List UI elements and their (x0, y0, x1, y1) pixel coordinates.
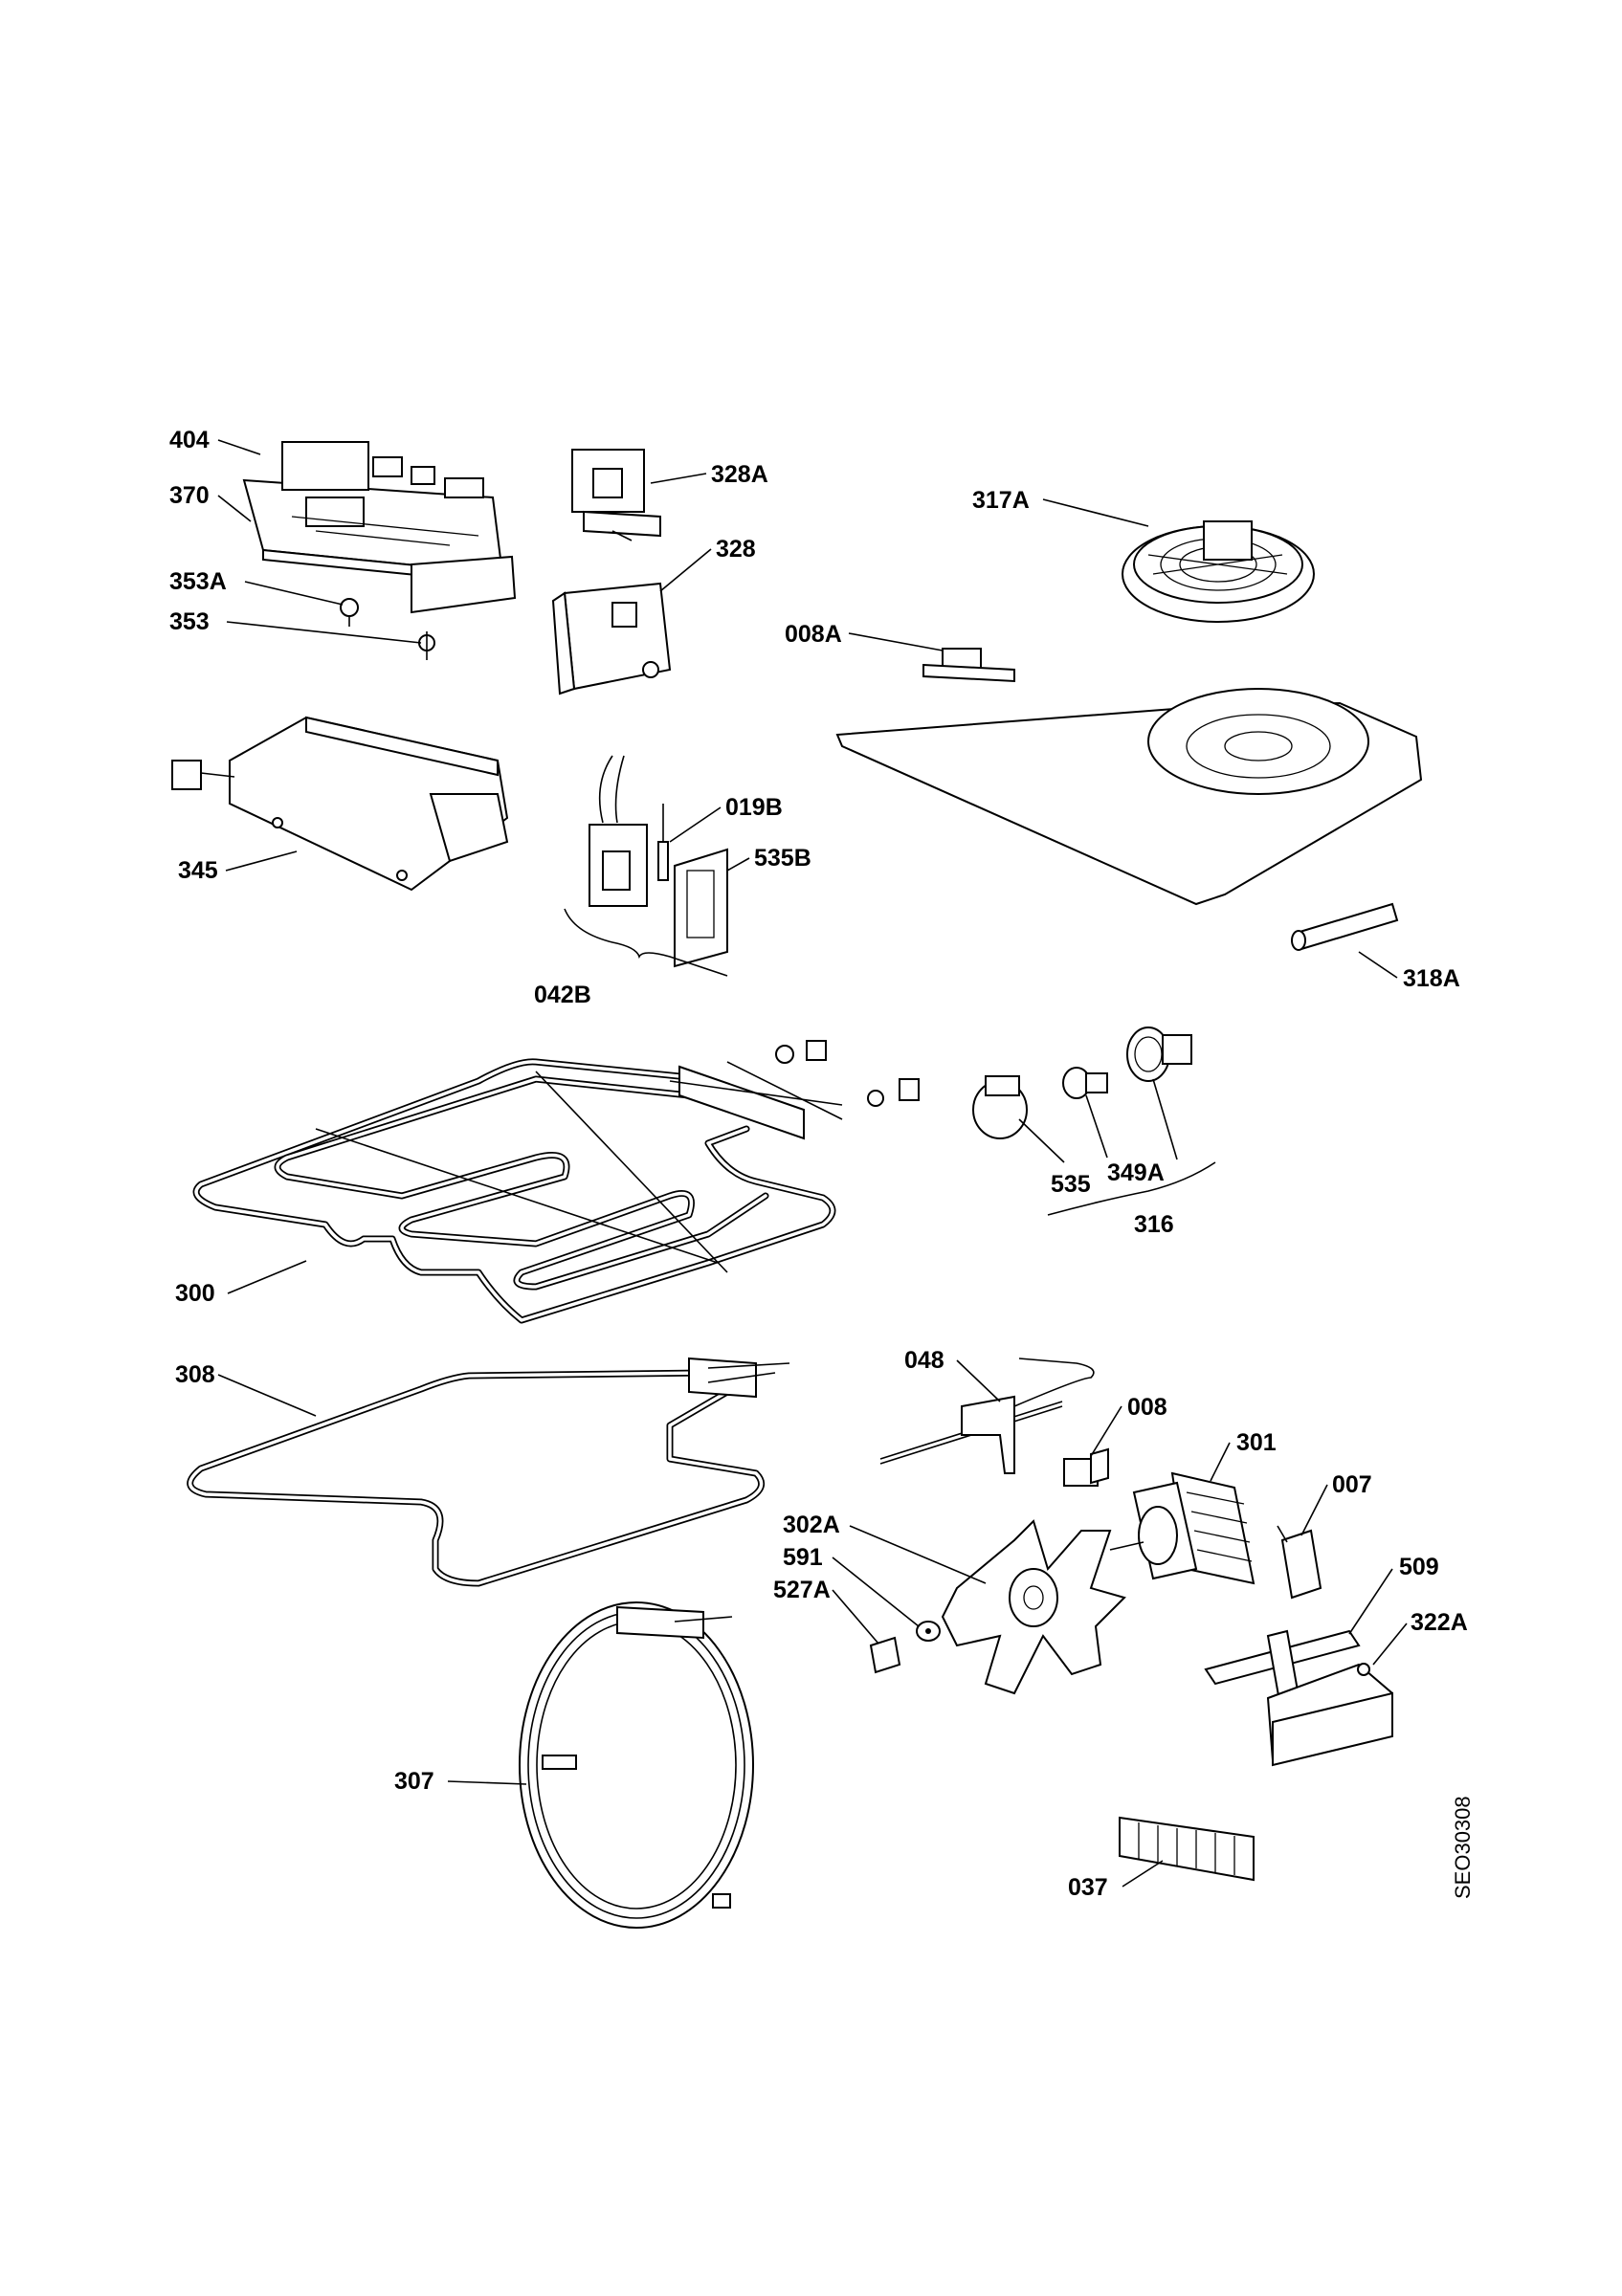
label-048: 048 (904, 1347, 944, 1374)
fan-shroud (835, 688, 1423, 906)
clip-353 (418, 631, 435, 660)
box-328 (551, 582, 672, 695)
bracket-322A (1266, 1663, 1393, 1767)
label-301: 301 (1236, 1429, 1277, 1456)
label-316: 316 (1134, 1211, 1174, 1238)
bottom-element-308 (187, 1357, 790, 1587)
lamp-assembly-316 (972, 1027, 1216, 1216)
label-302A: 302A (783, 1512, 840, 1538)
fan-motor-301 (1109, 1471, 1255, 1585)
label-349A: 349A (1107, 1159, 1165, 1186)
washer-591 (916, 1621, 941, 1642)
label-353A: 353A (169, 568, 227, 595)
label-527A: 527A (773, 1577, 831, 1603)
fan-cover-317A (1122, 520, 1315, 623)
label-509: 509 (1399, 1554, 1439, 1580)
nut-527A (869, 1636, 901, 1674)
switch-008 (1063, 1447, 1109, 1487)
sensor-048 (879, 1358, 1095, 1474)
label-353: 353 (169, 608, 210, 635)
label-535B: 535B (754, 845, 811, 872)
label-535: 535 (1051, 1171, 1091, 1198)
label-318A: 318A (1403, 965, 1460, 992)
label-591: 591 (783, 1544, 823, 1571)
clip-353A (340, 598, 359, 627)
part-labels: 404 370 353A 353 328A 328 317A 008A 345 … (169, 427, 1475, 1901)
label-308: 308 (175, 1361, 215, 1388)
switch-008A (922, 648, 1015, 683)
transformer-328A (571, 449, 661, 541)
nuts-300 (775, 1040, 920, 1107)
drawing-reference: SEO30308 (1451, 1796, 1475, 1899)
spacer-318A (1291, 902, 1399, 951)
label-019B: 019B (725, 794, 783, 821)
label-037: 037 (1068, 1874, 1108, 1901)
label-317A: 317A (972, 487, 1030, 514)
label-042B: 042B (534, 982, 591, 1008)
label-300: 300 (175, 1280, 215, 1307)
label-345: 345 (178, 857, 218, 884)
circular-element-307 (519, 1601, 754, 1929)
control-board-404-370 (242, 441, 517, 614)
terminal-block-037 (1119, 1816, 1255, 1882)
label-404: 404 (169, 427, 210, 453)
label-328A: 328A (711, 461, 768, 488)
fan-blade-302A (941, 1519, 1126, 1695)
label-328: 328 (716, 536, 756, 563)
label-007: 007 (1332, 1471, 1372, 1498)
lamp-holder-group-042B (564, 755, 728, 977)
label-370: 370 (169, 482, 210, 509)
microswitch-007 (1277, 1525, 1322, 1600)
label-008A: 008A (785, 621, 842, 648)
door-lock-345 (171, 716, 509, 892)
leader-lines (217, 439, 1408, 1888)
label-322A: 322A (1411, 1609, 1468, 1636)
label-307: 307 (394, 1768, 434, 1795)
grill-element-300 (192, 1058, 843, 1324)
label-008: 008 (1127, 1394, 1167, 1421)
